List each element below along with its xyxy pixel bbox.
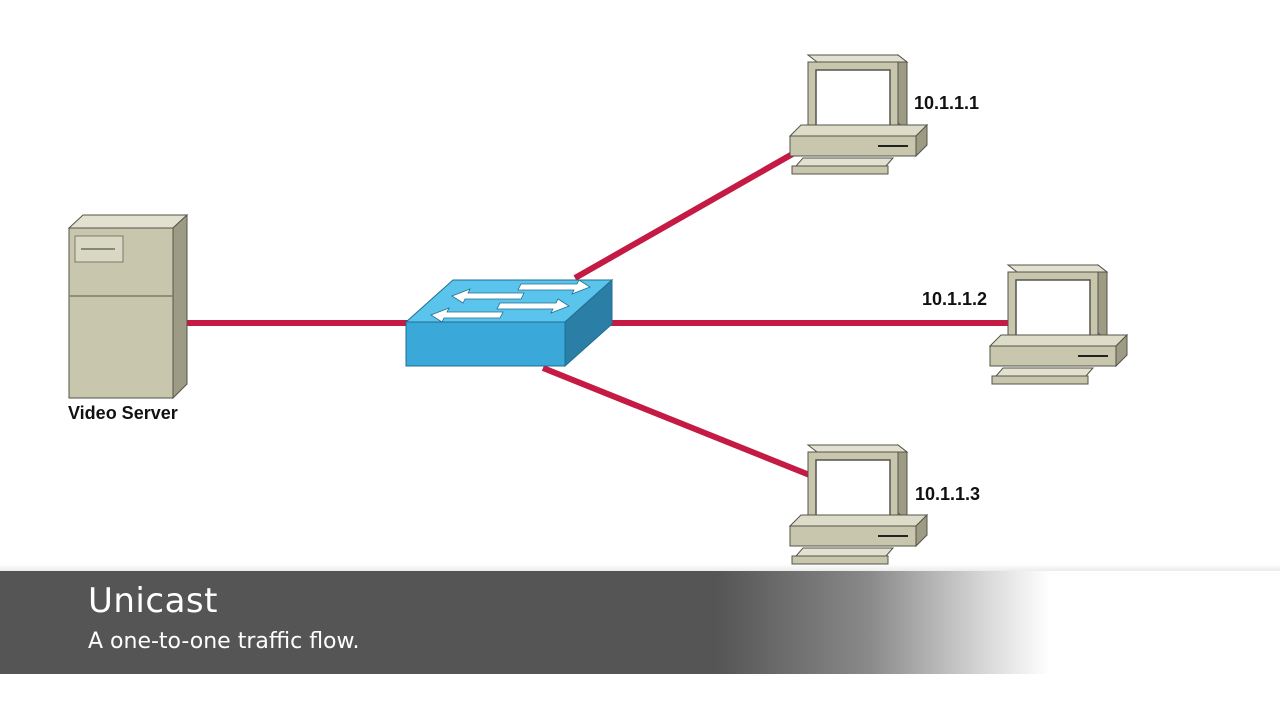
host-computer-icon-3 [789, 444, 928, 565]
host-computer-icon-1 [789, 54, 928, 175]
server-icon [67, 213, 189, 400]
caption-subtitle: A one-to-one traffic flow. [88, 629, 360, 654]
link-lines [178, 149, 1012, 479]
host-ip-label-3: 10.1.1.3 [915, 484, 981, 504]
switch-icon [404, 278, 614, 368]
link-switch-host1 [573, 149, 798, 281]
host-computer-icon-2 [989, 264, 1128, 385]
caption-bar: Unicast A one-to-one traffic flow. [0, 564, 1280, 674]
host-ip-label-1: 10.1.1.1 [914, 93, 980, 113]
link-switch-host3 [541, 365, 814, 479]
host-ip-label-2: 10.1.1.2 [922, 289, 988, 309]
caption-title: Unicast [88, 581, 218, 621]
server-label: Video Server [68, 403, 178, 423]
